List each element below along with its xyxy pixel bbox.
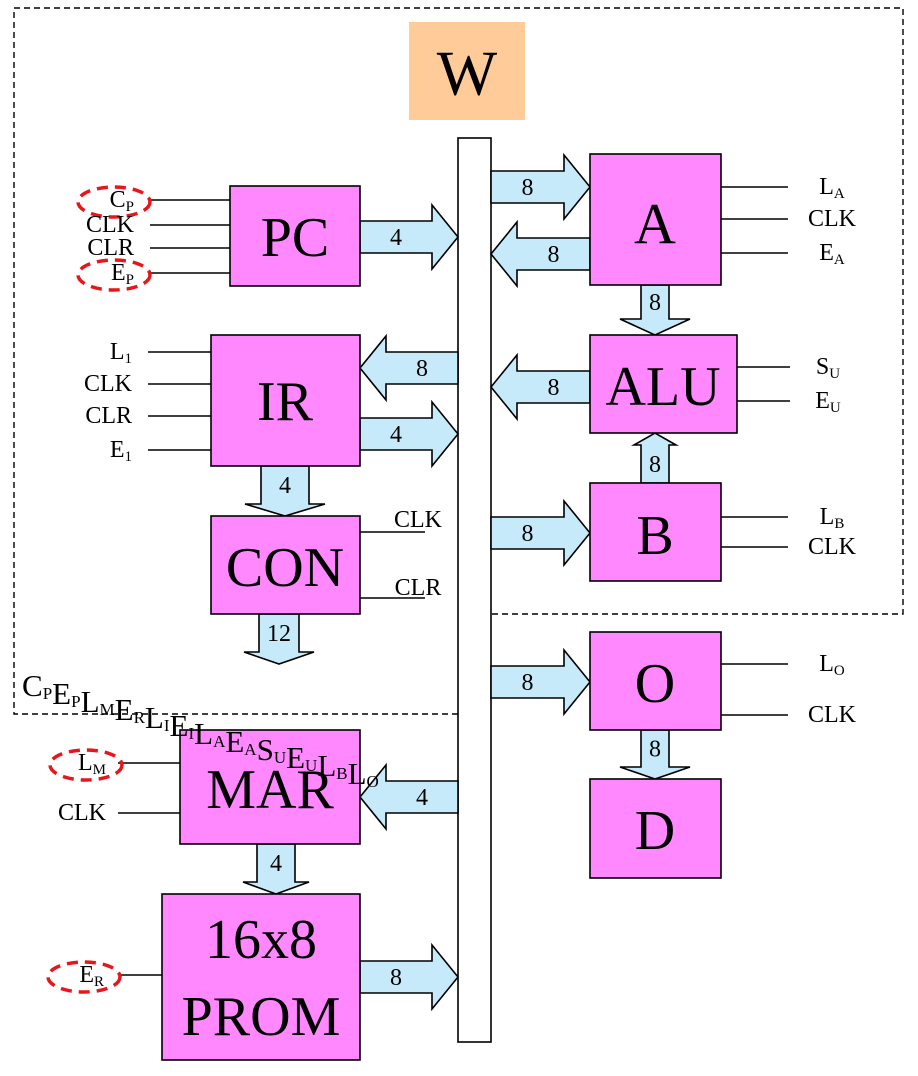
pc-label: PC — [261, 207, 330, 269]
mar-label: MAR — [206, 759, 334, 821]
arrow-a-to-alu-width: 8 — [649, 290, 661, 316]
b-block — [589, 482, 722, 582]
ir-label: IR — [257, 371, 314, 433]
a-signal-la: LA — [819, 174, 845, 202]
con-signal-clk: CLK — [394, 507, 443, 533]
arrow-bus-to-mar — [358, 762, 459, 832]
arrow-a-to-bus — [489, 219, 591, 289]
ir-signal-e1: E1 — [110, 437, 132, 465]
arrow-o-to-d — [619, 729, 691, 780]
prom-label-line1: 16x8 — [205, 909, 317, 971]
arrow-pc-to-bus-width: 4 — [390, 225, 402, 251]
mar-signal-clk: CLK — [58, 800, 107, 826]
arrow-bus-to-mar-width: 4 — [416, 785, 428, 811]
arrow-bus-to-ir-width: 8 — [416, 356, 428, 382]
bus-label: W — [437, 38, 498, 109]
arrow-b-to-alu-width: 8 — [649, 452, 661, 478]
arrow-mar-to-prom-width: 4 — [270, 851, 282, 877]
arrow-pc-to-bus — [359, 202, 460, 272]
o-signal-lo: LO — [819, 651, 845, 679]
con-block — [210, 515, 361, 615]
arrow-alu-to-bus-width: 8 — [548, 375, 560, 401]
o-block — [589, 631, 722, 731]
arrow-o-to-d-width: 8 — [649, 737, 661, 763]
arrow-alu-to-bus — [489, 352, 591, 422]
arrow-con-out — [243, 613, 315, 665]
arrow-bus-to-ir — [358, 333, 459, 403]
ir-signal-l1: L1 — [110, 339, 132, 367]
ir-signal-clr: CLR — [85, 403, 132, 429]
pc-signal-clk: CLK — [86, 212, 135, 238]
mar-signal-lm-highlight — [48, 748, 124, 782]
con-label: CON — [226, 537, 344, 599]
mar-signal-lm: LM — [78, 750, 106, 778]
a-signal-clk: CLK — [808, 206, 857, 232]
con-signal-clr: CLR — [395, 575, 442, 601]
bus-label-box — [409, 22, 525, 120]
o-signal-clk: CLK — [808, 702, 857, 728]
alu-label: ALU — [605, 356, 720, 418]
d-block — [589, 778, 722, 879]
b-signal-clk: CLK — [808, 534, 857, 560]
prom-signal-er: ER — [79, 962, 104, 990]
prom-block — [161, 893, 361, 1061]
arrow-prom-to-bus-width: 8 — [390, 965, 402, 991]
arrow-ir-to-bus — [359, 399, 460, 469]
alu-signal-eu: EU — [815, 388, 841, 416]
a-label: A — [634, 192, 676, 257]
ir-signal-clk: CLK — [84, 371, 133, 397]
a-block — [589, 153, 722, 286]
alu-signal-su: SU — [816, 354, 840, 382]
arrow-b-to-alu — [630, 432, 680, 484]
pc-signal-ep: EP — [111, 260, 134, 288]
pc-block — [229, 185, 361, 287]
arrow-bus-to-o — [490, 647, 592, 717]
arrow-bus-to-a — [490, 152, 592, 222]
arrow-ir-to-bus-width: 4 — [390, 422, 402, 448]
arrow-prom-to-bus — [359, 942, 460, 1012]
d-label: D — [635, 800, 675, 862]
w-bus — [457, 137, 492, 1043]
mar-block — [179, 729, 361, 845]
prom-label-line2: PROM — [182, 986, 341, 1048]
arrow-a-to-alu — [619, 284, 691, 336]
arrow-con-out-width: 12 — [267, 621, 291, 647]
b-label: B — [636, 505, 673, 567]
prom-signal-er-highlight — [46, 960, 122, 994]
arrow-bus-to-a-width: 8 — [522, 175, 534, 201]
pc-signal-ep-highlight — [76, 258, 152, 292]
arrow-a-to-bus-width: 8 — [548, 242, 560, 268]
pc-signal-cp-highlight — [76, 185, 152, 219]
o-label: O — [635, 653, 675, 715]
arrow-mar-to-prom — [242, 843, 310, 895]
pc-signal-cp: CP — [110, 187, 134, 215]
pc-signal-clr: CLR — [87, 235, 134, 261]
arrow-ir-to-con — [244, 465, 326, 517]
arrow-bus-to-b-width: 8 — [522, 521, 534, 547]
a-signal-ea: EA — [819, 240, 845, 268]
b-signal-lb: LB — [820, 504, 845, 532]
arrow-bus-to-b — [490, 498, 592, 568]
ir-block — [210, 334, 361, 467]
arrow-ir-to-con-width: 4 — [279, 473, 291, 499]
control-word: CPEPLMERLIEILAEASUEULBLO — [22, 668, 379, 791]
arrow-bus-to-o-width: 8 — [522, 670, 534, 696]
alu-block — [589, 334, 738, 434]
